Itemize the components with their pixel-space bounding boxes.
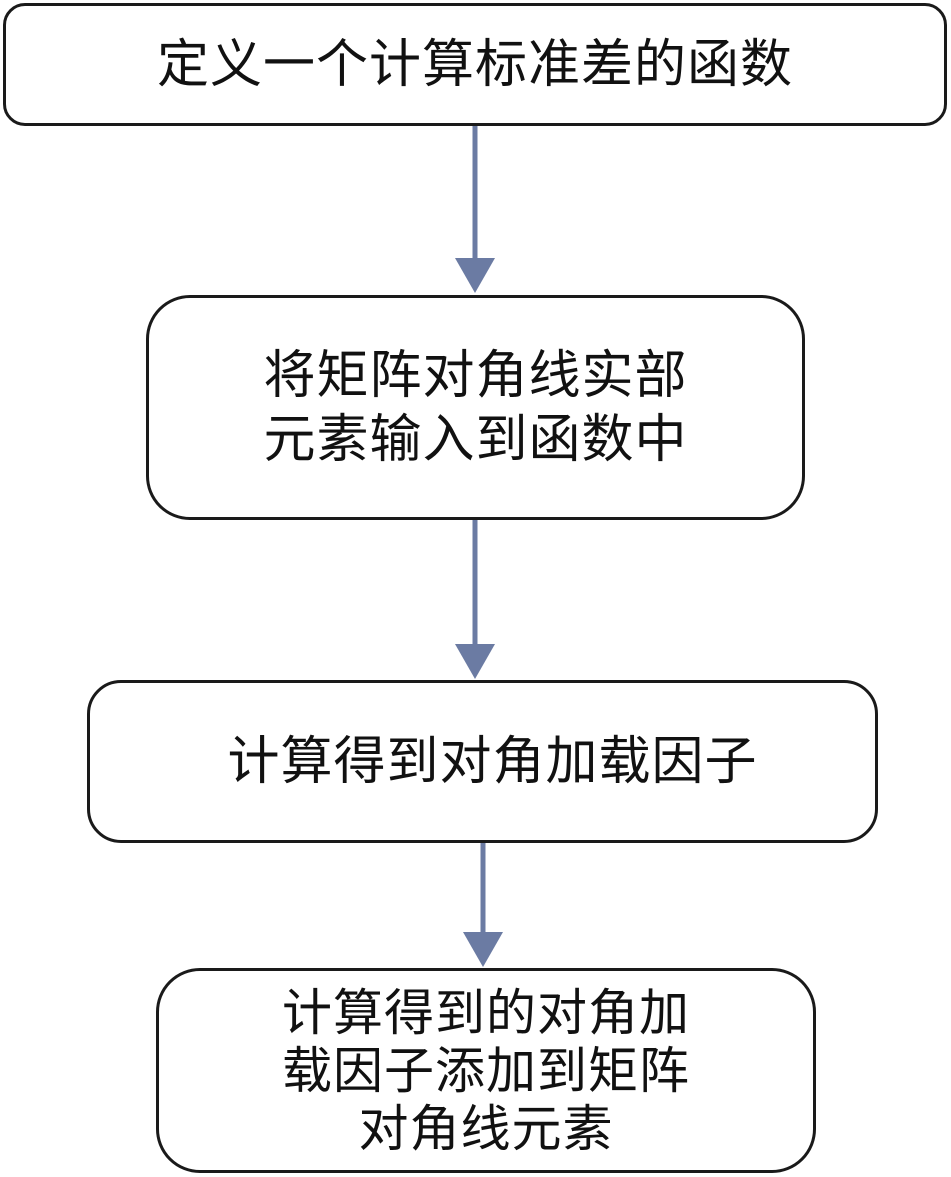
step-text: 对角线元素 bbox=[358, 1099, 614, 1158]
arrow-step2-to-step3 bbox=[455, 520, 495, 679]
step-define-std-function: 定义一个计算标准差的函数 bbox=[3, 3, 947, 126]
step-text: 载因子添加到矩阵 bbox=[282, 1041, 690, 1100]
step-text: 元素输入到函数中 bbox=[263, 409, 688, 470]
arrow-head-icon bbox=[455, 644, 495, 679]
step-input-diagonal-real-parts: 将矩阵对角线实部 元素输入到函数中 bbox=[146, 295, 805, 520]
arrow-head-icon bbox=[463, 932, 503, 967]
step-text: 将矩阵对角线实部 bbox=[263, 345, 688, 406]
arrow-step1-to-step2 bbox=[455, 126, 495, 293]
step-text: 计算得到对角加载因子 bbox=[227, 731, 758, 792]
step-add-factor-to-diagonal: 计算得到的对角加 载因子添加到矩阵 对角线元素 bbox=[156, 968, 816, 1173]
step-compute-loading-factor: 计算得到对角加载因子 bbox=[87, 680, 878, 843]
arrow-head-icon bbox=[455, 258, 495, 293]
arrow-step3-to-step4 bbox=[463, 843, 503, 967]
step-text: 定义一个计算标准差的函数 bbox=[156, 34, 793, 95]
step-text: 计算得到的对角加 bbox=[282, 983, 690, 1042]
